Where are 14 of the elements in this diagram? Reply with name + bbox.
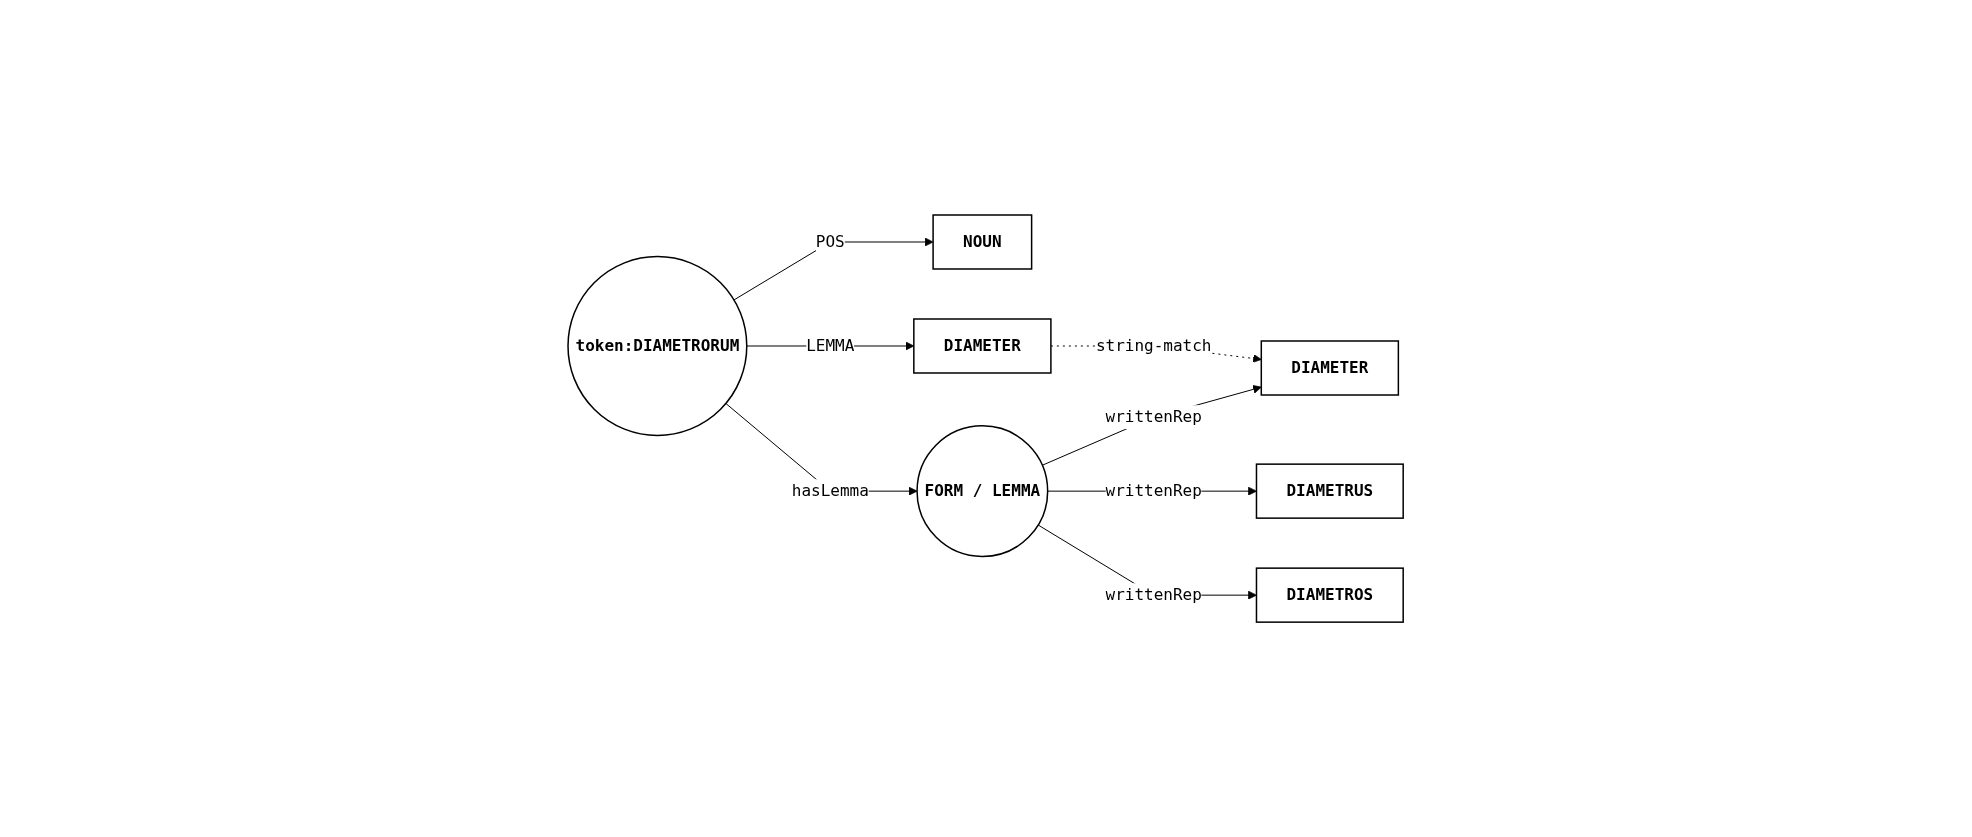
node-circle: FORM / LEMMA xyxy=(916,425,1049,558)
node-box: DIAMETER xyxy=(913,318,1053,374)
node-box: DIAMETER xyxy=(1260,340,1400,396)
edge-label: LEMMA xyxy=(806,335,855,355)
edge-label: writtenRep xyxy=(1105,407,1203,427)
edge-label: hasLemma xyxy=(792,481,870,501)
edge-label: string-match xyxy=(1096,335,1212,355)
edge-label: writtenRep xyxy=(1105,481,1203,501)
node-circle: token:DIAMETRORUM xyxy=(567,255,748,437)
node-box: NOUN xyxy=(932,214,1033,270)
edge-label: writtenRep xyxy=(1105,585,1203,605)
node-box: DIAMETROS xyxy=(1256,567,1405,623)
edge-label: POS xyxy=(816,231,846,251)
node-box: DIAMETRUS xyxy=(1256,463,1405,519)
